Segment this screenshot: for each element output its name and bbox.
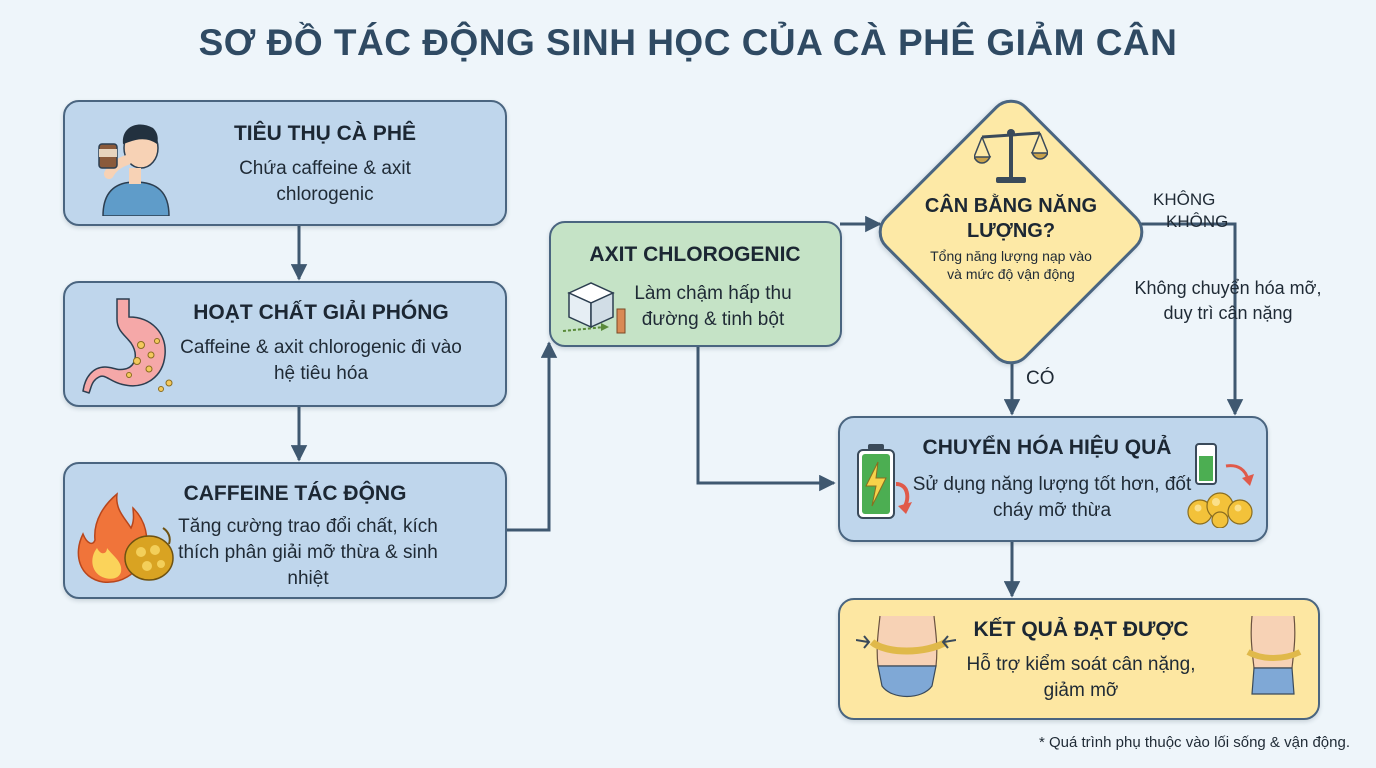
balance-scale-icon <box>974 129 1048 183</box>
node-chlorogenic-acid: AXIT CHLOROGENIC Làm chậm hấp thu đường … <box>549 221 842 347</box>
node-metabolism-desc: Sử dụng năng lượng tốt hơn, đốt cháy mỡ … <box>912 474 1192 521</box>
node-consume-desc: Chứa caffeine & axit chlorogenic <box>239 158 411 205</box>
node-result: KẾT QUẢ ĐẠT ĐƯỢC Hỗ trợ kiểm soát cân nặ… <box>838 598 1320 720</box>
node-result-title: KẾT QUẢ ĐẠT ĐƯỢC <box>973 618 1189 641</box>
fat-cells-icon <box>1187 443 1254 528</box>
node-chlorogenic-title: AXIT CHLOROGENIC <box>589 243 801 266</box>
fire-fat-burning-icon <box>77 492 174 583</box>
node-chlorogenic-desc: Làm chậm hấp thu đường & tinh bột <box>634 283 792 330</box>
arrow-chlorogenic-to-metabolism <box>696 347 836 492</box>
node-efficient-metabolism: CHUYỂN HÓA HIỆU QUẢ Sử dụng năng lượng t… <box>838 416 1268 542</box>
stomach-icon <box>82 298 173 394</box>
node-caffeine-title: CAFFEINE TÁC ĐỘNG <box>183 482 407 505</box>
branch-no-outcome: Không chuyển hóa mỡ, duy trì cân nặng <box>1134 278 1322 323</box>
branch-label-no: KHÔNG <box>1153 190 1216 209</box>
node-metabolism-title: CHUYỂN HÓA HIỆU QUẢ <box>922 436 1172 459</box>
branch-label-no-duplicate: KHÔNG <box>1166 212 1229 231</box>
waist-measuring-tape-icon <box>856 615 956 697</box>
node-result-desc: Hỗ trợ kiểm soát cân nặng, giảm mỡ <box>966 654 1196 701</box>
page-title: SƠ ĐỒ TÁC ĐỘNG SINH HỌC CỦA CÀ PHÊ GIẢM … <box>198 22 1178 63</box>
decision-balance-desc: Tổng năng lượng nạp vào và mức độ vận độ… <box>930 248 1092 282</box>
node-release-desc: Caffeine & axit chlorogenic đi vào hệ ti… <box>180 337 462 384</box>
battery-charging-icon <box>857 444 912 519</box>
footnote: * Quá trình phụ thuộc vào lối sống & vận… <box>1038 734 1350 751</box>
node-caffeine-effect: CAFFEINE TÁC ĐỘNG Tăng cường trao đổi ch… <box>63 462 507 599</box>
person-drinking-coffee-icon <box>98 124 170 216</box>
node-active-release: HOẠT CHẤT GIẢI PHÓNG Caffeine & axit chl… <box>63 281 507 407</box>
arrow-balance-no <box>1138 222 1244 416</box>
node-caffeine-desc: Tăng cường trao đổi chất, kích thích phâ… <box>178 516 438 589</box>
sugar-cube-icon <box>562 282 626 334</box>
arrow-caffeine-to-chlorogenic <box>506 341 558 532</box>
node-release-title: HOẠT CHẤT GIẢI PHÓNG <box>193 301 449 324</box>
slim-waist-icon <box>1246 616 1302 695</box>
node-consume-coffee: TIÊU THỤ CÀ PHÊ Chứa caffeine & axit chl… <box>63 100 507 226</box>
node-consume-title: TIÊU THỤ CÀ PHÊ <box>233 122 416 145</box>
decision-balance-title: CÂN BẰNG NĂNG LƯỢNG? <box>924 195 1098 242</box>
branch-label-yes: CÓ <box>1026 368 1055 389</box>
